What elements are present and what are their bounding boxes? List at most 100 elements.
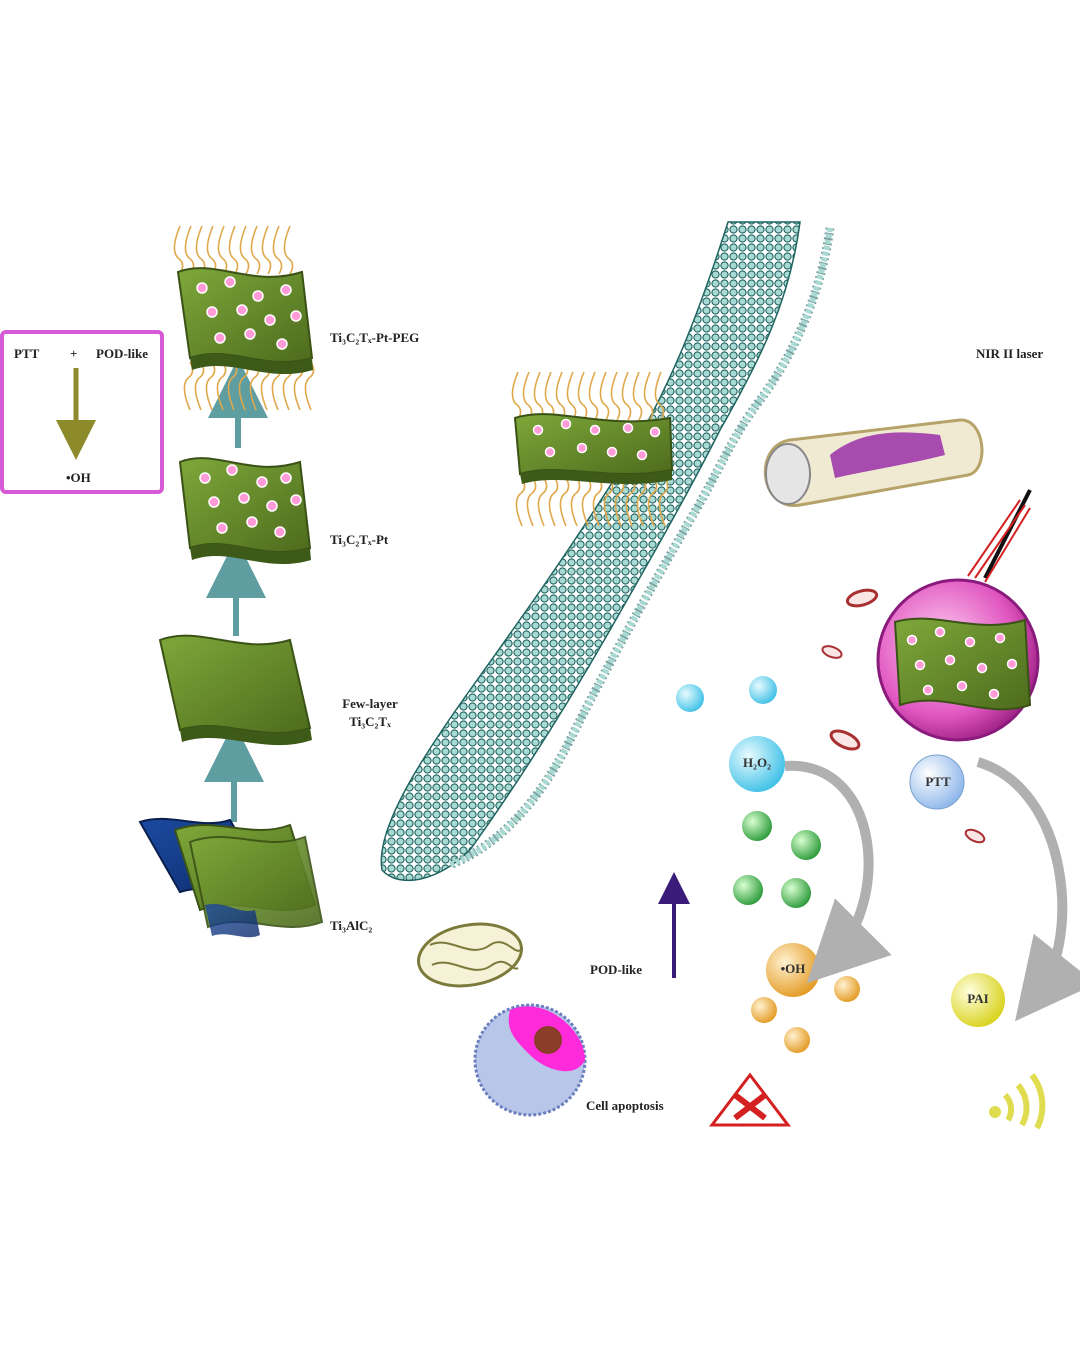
pt-nanoparticle xyxy=(216,522,228,534)
peg-chain xyxy=(173,225,184,275)
peg-chain xyxy=(603,477,614,527)
pai-bubble xyxy=(951,973,1005,1027)
nir-laser-device xyxy=(763,418,984,507)
pt-nanoparticle xyxy=(976,662,988,674)
pt-nanoparticle xyxy=(236,304,248,316)
peg-chain xyxy=(599,371,610,421)
peg-chain xyxy=(533,371,544,421)
pt-nanoparticle xyxy=(944,654,956,666)
pt-nanoparticle xyxy=(544,446,556,458)
pt-nanoparticle xyxy=(622,422,634,434)
pt-nanoparticle xyxy=(266,500,278,512)
peg-chain xyxy=(205,361,216,411)
peg-chain xyxy=(643,371,654,421)
oh-bubble xyxy=(766,943,820,997)
peg-chain xyxy=(515,477,526,527)
label-ti3alc2: Ti₃AlC₂ xyxy=(330,918,373,933)
h2o2-bubble xyxy=(729,736,785,792)
pt-nanoparticle xyxy=(964,636,976,648)
peg-chain xyxy=(636,477,647,527)
h2o2-bubbles xyxy=(676,676,785,792)
pt-nanoparticle xyxy=(994,632,1006,644)
pt-nanoparticle xyxy=(636,449,648,461)
mitochondrion-icon xyxy=(417,922,523,988)
h2o2-label: H₂O₂ xyxy=(742,755,772,770)
pod-like-label: POD-like xyxy=(590,962,642,977)
pt-nanoparticle xyxy=(922,684,934,696)
pt-nanoparticle xyxy=(252,290,264,302)
peg-chain xyxy=(511,371,522,421)
peg-chain xyxy=(581,477,592,527)
peg-chain xyxy=(217,225,228,275)
few-layer-sheet xyxy=(158,634,312,746)
pt-nanoparticle xyxy=(276,338,288,350)
peg-chain xyxy=(537,477,548,527)
peg-chain xyxy=(261,225,272,275)
peg-chain xyxy=(183,361,194,411)
peg-chain xyxy=(250,225,261,275)
peg-chain xyxy=(239,225,250,275)
label-ti3c2tx-pt-peg: Ti₃C₂Tₓ-Pt-PEG xyxy=(330,330,420,345)
legend-box xyxy=(0,330,164,494)
pt-nanoparticle xyxy=(208,496,220,508)
peg-chain xyxy=(184,225,195,275)
pt-nanoparticle xyxy=(290,494,302,506)
pt-nanoparticle xyxy=(988,688,1000,700)
peg-chain xyxy=(228,225,239,275)
pt-nanoparticle xyxy=(274,526,286,538)
pt-nanoparticle xyxy=(224,276,236,288)
max-phase-sheets xyxy=(138,817,324,938)
peg-chain xyxy=(195,225,206,275)
pt-nanoparticle xyxy=(649,426,661,438)
legend-plus-label: + xyxy=(70,346,78,361)
peg-chain xyxy=(227,361,238,411)
warning-triangle-icon xyxy=(708,1072,792,1127)
peg-chain xyxy=(206,225,217,275)
pt-nanoparticle xyxy=(244,328,256,340)
pt-nanoparticle xyxy=(1006,658,1018,670)
peg-chain xyxy=(570,477,581,527)
pt-nanoparticle xyxy=(906,634,918,646)
peg-chain xyxy=(654,371,665,421)
pai-label: PAI xyxy=(967,991,989,1006)
pt-nanoparticles xyxy=(199,464,302,538)
pt-nanoparticle xyxy=(256,476,268,488)
pt-nanoparticle xyxy=(914,659,926,671)
ptt-to-pai-arrow xyxy=(976,757,1080,1022)
peg-chain xyxy=(194,361,205,411)
peg-chain xyxy=(559,477,570,527)
pt-loaded-sheet xyxy=(178,457,312,565)
pt-nanoparticle xyxy=(246,516,258,528)
peg-chain xyxy=(658,477,669,527)
pt-nanoparticles xyxy=(196,276,302,350)
peg-chain xyxy=(283,225,294,275)
legend-oh-label: •OH xyxy=(66,470,91,485)
peg-chain xyxy=(592,477,603,527)
peg-chain xyxy=(577,371,588,421)
pt-nanoparticle xyxy=(206,306,218,318)
pt-nanoparticle xyxy=(560,418,572,430)
peg-chain xyxy=(588,371,599,421)
pt-nanoparticle xyxy=(956,680,968,692)
peg-chain xyxy=(548,477,559,527)
pt-nanoparticles xyxy=(906,626,1018,700)
tumor-target-sphere xyxy=(876,578,1040,742)
pt-nanoparticle xyxy=(532,424,544,436)
green-ros-bubbles xyxy=(733,811,821,908)
pt-nanoparticle xyxy=(589,424,601,436)
peg-chain xyxy=(566,371,577,421)
pt-nanoparticles xyxy=(532,418,661,461)
pt-nanoparticle xyxy=(264,314,276,326)
apoptotic-cell-icon xyxy=(473,1003,587,1117)
h2o2-to-oh-arrow xyxy=(784,760,892,984)
peg-chain xyxy=(304,361,315,411)
cell-apoptosis-label: Cell apoptosis xyxy=(586,1098,664,1113)
pt-nanoparticle xyxy=(606,446,618,458)
laser-beam xyxy=(967,489,1032,583)
label-few-layer-line1: Few-layer xyxy=(342,696,398,711)
process-arrows xyxy=(784,757,1080,1022)
peg-chain xyxy=(522,371,533,421)
pt-nanoparticle xyxy=(576,442,588,454)
synthesis-arrows xyxy=(204,358,268,822)
ptt-bubble xyxy=(909,754,965,810)
